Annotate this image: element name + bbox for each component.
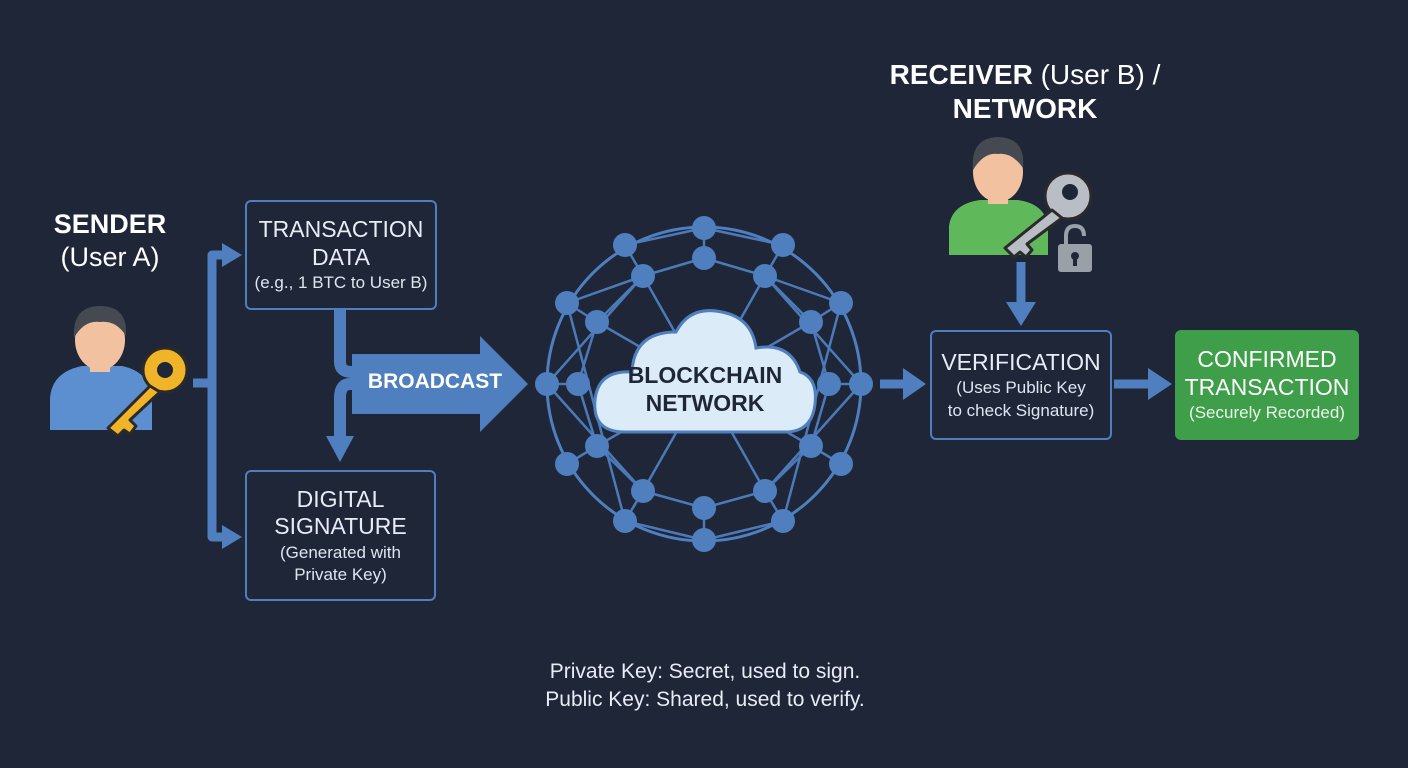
broadcast-arrow — [352, 336, 528, 432]
transaction-title-line1: TRANSACTION — [258, 216, 424, 243]
confirmed-title-line2: TRANSACTION — [1184, 373, 1350, 400]
verification-subtitle-line2: to check Signature) — [947, 400, 1095, 420]
network-label-line2: NETWORK — [645, 389, 765, 416]
blockchain-network-label: BLOCKCHAIN NETWORK — [610, 362, 800, 417]
receiver-title-normal: (User B) / — [1032, 59, 1161, 90]
transaction-subtitle: (e.g., 1 BTC to User B) — [254, 273, 428, 293]
transaction-title-line2: DATA — [312, 243, 370, 270]
user-icon — [50, 306, 152, 430]
cloud-icon — [593, 309, 817, 434]
arrow-head-receiver-down — [1006, 302, 1036, 326]
network-globe-icon — [535, 216, 873, 552]
arrow-head-network-to-verification — [903, 368, 926, 400]
silver-key-icon — [1003, 171, 1093, 259]
sender-split-arrows — [193, 250, 222, 542]
receiver-title: RECEIVER (User B) / NETWORK — [870, 58, 1180, 126]
transaction-to-broadcast-arrow — [334, 310, 420, 440]
key-note: Private Key: Secret, used to sign. Publi… — [480, 658, 930, 714]
arrow-to-signature — [222, 525, 242, 549]
signature-subtitle-line2: Private Key) — [294, 565, 387, 585]
sender-title-bold: SENDER — [53, 209, 167, 239]
signature-subtitle-line1: (Generated with — [280, 542, 401, 562]
receiver-title-bold: RECEIVER — [889, 59, 1033, 90]
arrow-down-to-signature — [326, 436, 354, 462]
confirmed-title-line1: CONFIRMED — [1197, 346, 1337, 373]
verification-subtitle-line1: (Uses Public Key — [956, 378, 1086, 398]
sender-title: SENDER (User A) — [30, 208, 190, 274]
confirmed-transaction-box: CONFIRMED TRANSACTION (Securely Recorded… — [1175, 330, 1359, 440]
digital-signature-box: DIGITAL SIGNATURE (Generated with Privat… — [245, 470, 436, 601]
confirmed-subtitle: (Securely Recorded) — [1189, 403, 1345, 423]
open-padlock-icon — [1058, 223, 1092, 272]
signature-title-line1: DIGITAL — [296, 485, 385, 512]
broadcast-label: BROADCAST — [367, 370, 503, 393]
key-note-line1: Private Key: Secret, used to sign. — [549, 660, 861, 683]
receiver-title-network: NETWORK — [952, 93, 1098, 125]
arrow-to-transaction — [222, 243, 242, 267]
verification-box: VERIFICATION (Uses Public Key to check S… — [930, 330, 1112, 440]
gold-key-icon — [106, 346, 189, 438]
sender-title-sub: (User A) — [60, 241, 160, 272]
verification-title: VERIFICATION — [941, 348, 1101, 375]
transaction-data-box: TRANSACTION DATA (e.g., 1 BTC to User B) — [245, 200, 437, 310]
key-note-line2: Public Key: Shared, used to verify. — [545, 687, 865, 711]
signature-title-line2: SIGNATURE — [274, 513, 407, 540]
arrow-head-verification-to-confirmed — [1148, 368, 1172, 400]
network-label-line1: BLOCKCHAIN — [627, 362, 783, 388]
